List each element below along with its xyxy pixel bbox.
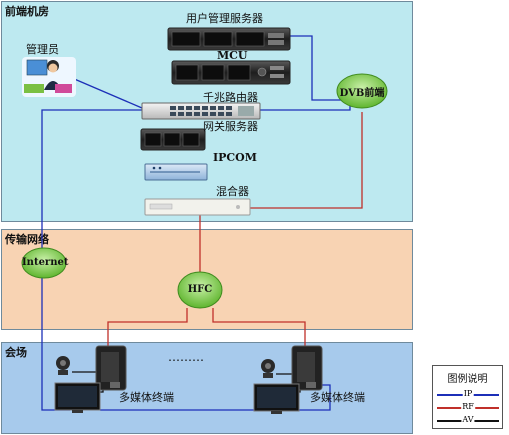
hfc-cloud xyxy=(177,271,223,309)
ip-link-admin-to-router xyxy=(71,77,143,109)
rf-links xyxy=(107,112,363,350)
right-webcam xyxy=(261,359,275,378)
legend-item-rf: RF xyxy=(437,401,499,412)
legend-label-av: AV xyxy=(461,414,475,425)
internet-cloud-label: Internet xyxy=(22,257,69,268)
dvb-cloud-label: DVB前端 xyxy=(339,88,385,99)
user-management-server xyxy=(167,27,291,51)
admin-figure xyxy=(22,57,76,97)
admin-label: 管理员 xyxy=(26,43,59,56)
gateway-server xyxy=(140,128,206,151)
ip-link-router-to-internet xyxy=(41,109,142,248)
gateway-server-label: 网关服务器 xyxy=(203,120,258,133)
frontend-room-title: 前端机房 xyxy=(5,5,49,18)
ip-link-user-server-to-dvb xyxy=(290,35,362,101)
venue-title: 会场 xyxy=(5,346,27,359)
left-terminal-label: 多媒体终端 xyxy=(119,391,174,404)
transmission-network-zone: 传输网络 xyxy=(1,229,413,330)
legend-item-ip: IP xyxy=(437,388,499,399)
left-multimedia-terminal xyxy=(95,345,127,391)
dots-label: ……… xyxy=(168,350,204,364)
hfc-cloud-label: HFC xyxy=(187,284,213,295)
left-tv-monitor xyxy=(54,382,101,413)
legend-box: 图例说明 IP RF AV xyxy=(432,365,503,429)
ipcom-label: IPCOM xyxy=(213,151,257,164)
legend-title: 图例说明 xyxy=(447,374,488,385)
dvb-cloud xyxy=(336,73,388,109)
transmission-network-title: 传输网络 xyxy=(5,233,49,246)
ip-link-router-to-dvb xyxy=(260,100,351,111)
right-tv-monitor xyxy=(253,383,300,414)
mixer-device xyxy=(144,198,251,216)
legend-label-ip: IP xyxy=(462,388,474,399)
left-webcam xyxy=(56,356,70,375)
gigabit-router-label: 千兆路由器 xyxy=(203,91,258,104)
mixer-label: 混合器 xyxy=(216,185,249,198)
legend-label-rf: RF xyxy=(461,401,475,412)
internet-cloud xyxy=(21,247,67,279)
rf-link-hfc-to-right xyxy=(212,308,306,350)
right-terminal-label: 多媒体终端 xyxy=(310,391,365,404)
user-server-label: 用户管理服务器 xyxy=(186,12,263,25)
right-multimedia-terminal xyxy=(291,345,323,391)
legend-item-av: AV xyxy=(437,414,499,425)
gigabit-router xyxy=(141,102,261,120)
rf-link-hfc-to-left xyxy=(107,308,188,350)
ipcom-device xyxy=(144,163,208,181)
mcu-label: MCU xyxy=(217,49,248,62)
rf-link-dvb-to-mixer xyxy=(250,112,363,209)
mcu-server xyxy=(171,60,291,85)
